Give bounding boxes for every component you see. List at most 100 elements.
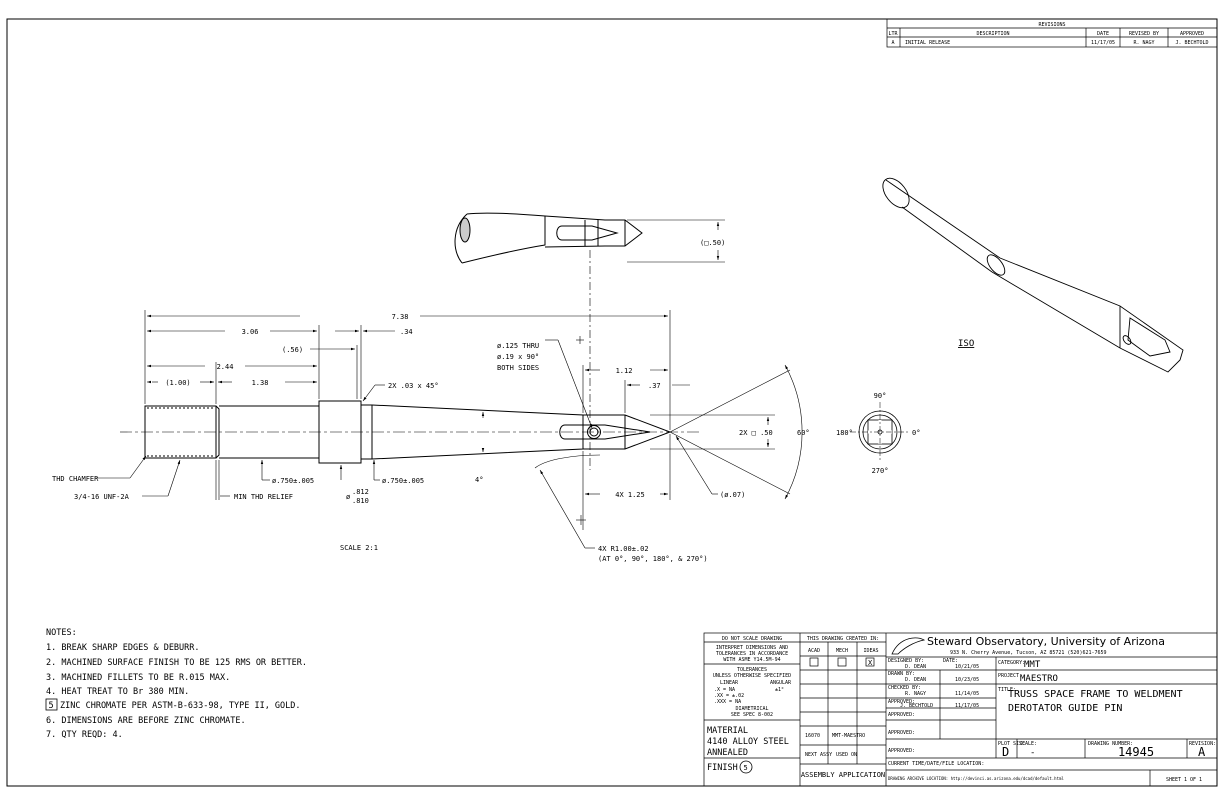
- dim-overall-length: 7.38: [392, 313, 409, 321]
- rev-header-revised-by: REVISED BY: [1129, 31, 1159, 37]
- tb-title-label: TITLE:: [998, 687, 1016, 693]
- angle-4: 4°: [475, 476, 483, 484]
- dia-750-b: ø.750±.005: [382, 477, 424, 485]
- note-7: 7. QTY REQD: 4.: [46, 730, 123, 740]
- note-5: ZINC CHROMATE PER ASTM-B-633-98, TYPE II…: [60, 701, 301, 711]
- dim-4x-125: 4X 1.25: [615, 491, 645, 499]
- rev-row-ltr: A: [891, 40, 894, 46]
- tb-address: 933 N. Cherry Avenue, Tucson, AZ 85721 (…: [950, 650, 1107, 656]
- tb-interpret-3: WITH ASME Y14.5M-94: [723, 657, 780, 663]
- iso-label: ISO: [958, 339, 974, 349]
- tb-used-on-value: MMT-MAESTRO: [832, 733, 865, 739]
- tb-scale-label: SCALE:: [1019, 741, 1037, 747]
- rev-header-description: DESCRIPTION: [976, 31, 1009, 37]
- tb-category: MMT: [1024, 660, 1041, 670]
- tb-finish-flag: 5: [744, 764, 748, 772]
- tb-plot-label: PLOT SIZE: [998, 741, 1025, 747]
- dim-square-top: (□.50): [700, 239, 725, 247]
- tb-ideas: IDEAS: [863, 648, 878, 654]
- tb-interpret-1: INTERPRET DIMENSIONS AND: [716, 645, 788, 651]
- tb-date-label: DATE:: [943, 658, 958, 664]
- iso-view: [882, 177, 1184, 373]
- tb-dwg-number: 14945: [1118, 745, 1154, 759]
- revisions-table: [886, 18, 1218, 48]
- tb-tol-xx: .XX = ±.02: [714, 693, 744, 699]
- tb-finish-flag-circle: [739, 760, 753, 774]
- tip-dia: (ø.07): [720, 491, 745, 499]
- tb-archive: DRAWING ARCHIVE LOCATION: http://devinci…: [888, 776, 1064, 781]
- notes-title: NOTES:: [46, 628, 77, 638]
- tb-plot: D: [1002, 745, 1009, 759]
- radius-callout-1: 4X R1.00±.02: [598, 545, 649, 553]
- tb-tol-title: TOLERANCES: [737, 667, 767, 673]
- min-thd-relief: MIN THD RELIEF: [234, 493, 293, 501]
- dim-306: 3.06: [242, 328, 259, 336]
- tb-diametrical: DIAMETRICAL: [735, 706, 768, 712]
- tb-sheet: SHEET 1 OF 1: [1166, 777, 1202, 783]
- tb-drawn-date: 10/23/05: [955, 677, 979, 683]
- radius-callout-2: (AT 0°, 90°, 180°, & 270°): [598, 555, 708, 563]
- tb-approved-1: J. BECHTOLD: [900, 703, 933, 709]
- tb-created-in: THIS DRAWING CREATED IN:: [807, 636, 879, 642]
- dim-100: (1.00): [165, 379, 190, 387]
- end-view-270: 270°: [872, 467, 889, 475]
- note-4: 4. HEAT TREAT TO Br 380 MIN.: [46, 687, 189, 697]
- scale-label: SCALE 2:1: [340, 544, 378, 552]
- tb-material-1: 4140 ALLOY STEEL: [707, 737, 789, 747]
- rev-row-approved: J. BECHTOLD: [1175, 40, 1208, 46]
- rev-header-ltr: LTR: [888, 31, 898, 37]
- tb-material-label: MATERIAL: [707, 726, 748, 736]
- dim-112: 1.12: [616, 367, 633, 375]
- dim-037: .37: [648, 382, 661, 390]
- thread-spec: 3/4-16 UNF-2A: [74, 493, 130, 501]
- tb-no-scale: DO NOT SCALE DRAWING: [722, 636, 782, 642]
- tb-approved-label-1: APPROVED:: [888, 699, 915, 705]
- dim-138: 1.38: [252, 379, 269, 387]
- dia-812: .812: [352, 488, 369, 496]
- dia-750-a: ø.750±.005: [272, 477, 314, 485]
- end-view-180: 180°: [836, 429, 853, 437]
- tb-designed-date: 10/21/05: [955, 664, 979, 670]
- tb-see-spec: SEE SPEC 8-002: [731, 712, 773, 718]
- tb-next-assy-number: 16070: [805, 733, 820, 739]
- tb-drawn: D. DEAN: [905, 677, 926, 683]
- note-1: 1. BREAK SHARP EDGES & DEBURR.: [46, 643, 200, 653]
- tb-title-1: TRUSS SPACE FRAME TO WELDMENT: [1008, 689, 1183, 700]
- tb-approved-label-2: APPROVED:: [888, 712, 915, 718]
- main-view-dimensions: [95, 310, 803, 549]
- hole-callout-2: ø.19 x 90°: [497, 353, 539, 361]
- tb-project-label: PROJECT:: [998, 673, 1022, 679]
- main-side-view: [120, 400, 700, 464]
- tb-interpret-2: TOLERANCES IN ACCORDANCE: [716, 651, 788, 657]
- note-5-flag: 5: [49, 701, 54, 711]
- tb-finish-label: FINISH: [707, 763, 738, 773]
- tb-acad: ACAD: [808, 648, 820, 654]
- tb-scale: -: [1030, 748, 1035, 758]
- tb-checked-date: 11/14/05: [955, 691, 979, 697]
- hole-callout-3: BOTH SIDES: [497, 364, 539, 372]
- hole-callout-1: ø.125 THRU: [497, 342, 539, 350]
- tb-org: Steward Observatory, University of Arizo…: [927, 635, 1165, 648]
- chamfer-note: 2X .03 x 45°: [388, 382, 439, 390]
- rev-header-approved: APPROVED: [1180, 31, 1204, 37]
- dim-square-side: 2X □ .50: [739, 429, 773, 437]
- tb-current-file: CURRENT TIME/DATE/FILE LOCATION:: [888, 761, 984, 767]
- thd-chamfer-label: THD CHAMFER: [52, 475, 99, 483]
- top-detail-view: [454, 212, 643, 264]
- tb-tol-x: .X = NA: [714, 687, 735, 693]
- tb-application: ASSEMBLY APPLICATION: [801, 771, 885, 779]
- sheet-border: [6, 18, 1218, 787]
- rev-row-description: INITIAL RELEASE: [905, 40, 950, 46]
- note-6: 6. DIMENSIONS ARE BEFORE ZINC CHROMATE.: [46, 716, 246, 726]
- note-5-flag-box: [45, 698, 58, 711]
- tb-mech: MECH: [836, 648, 848, 654]
- tb-approved-label-3: APPROVED:: [888, 730, 915, 736]
- note-3: 3. MACHINED FILLETS TO BE R.015 MAX.: [46, 673, 230, 683]
- tb-tol-angular: ±1°: [775, 687, 784, 693]
- tb-checked-label: CHECKED BY:: [888, 685, 921, 691]
- tb-drawn-label: DRAWN BY:: [888, 671, 915, 677]
- tb-angular: ANGULAR: [770, 680, 792, 686]
- tb-rev-label: REVISION:: [1189, 741, 1216, 747]
- tb-title-2: DEROTATOR GUIDE PIN: [1008, 703, 1122, 714]
